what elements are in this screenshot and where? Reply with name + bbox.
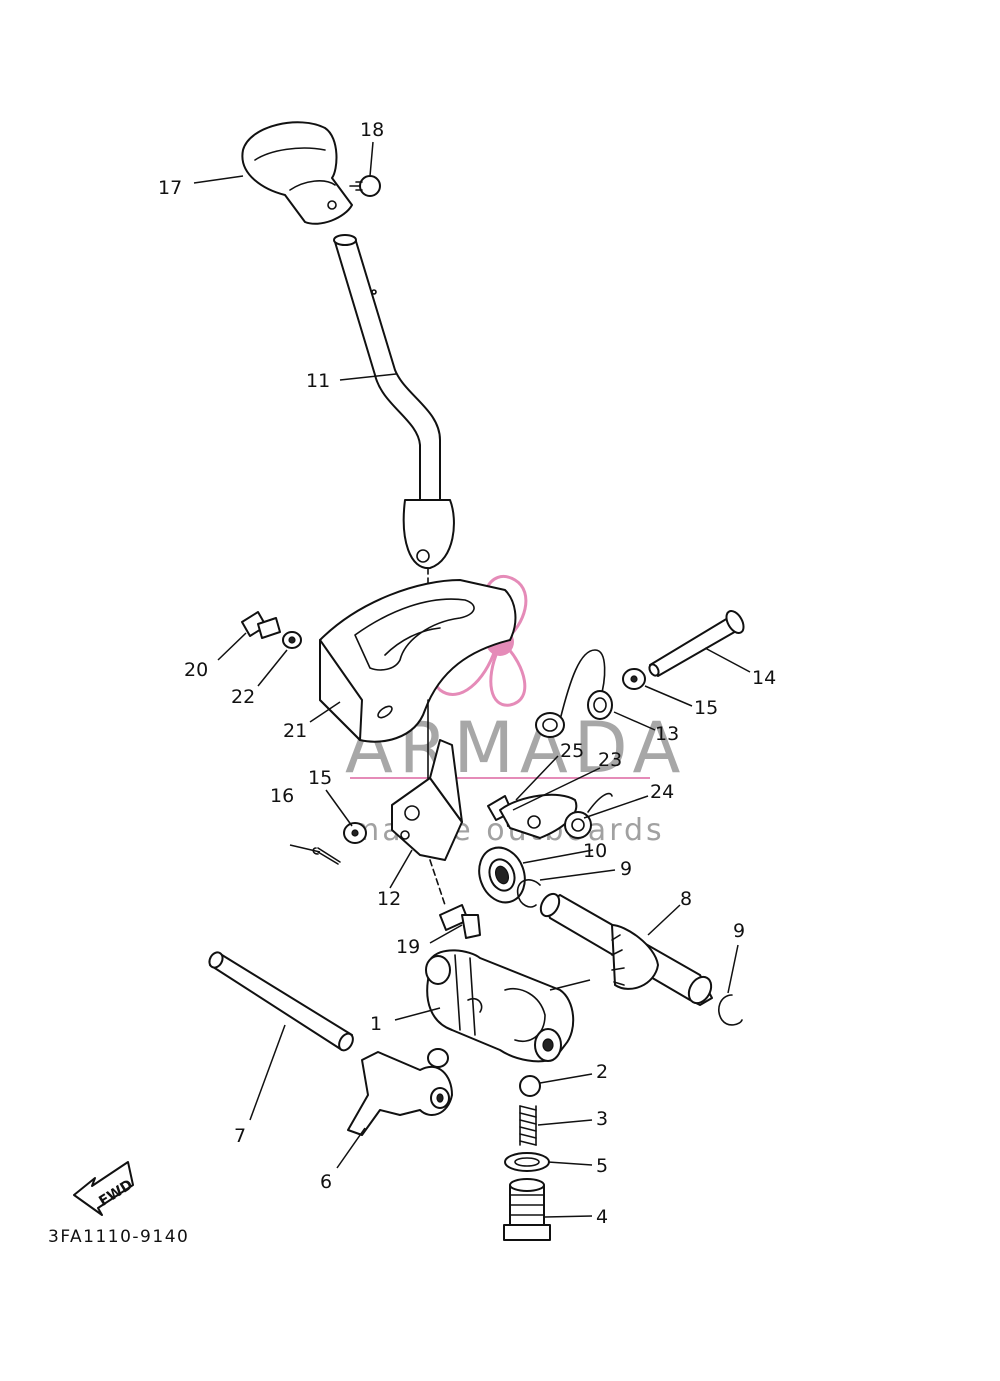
callout-7: 7 bbox=[234, 1125, 246, 1147]
leader-lines bbox=[193, 141, 751, 1218]
callout-18: 18 bbox=[360, 119, 384, 141]
part-19-bolt bbox=[429, 859, 481, 939]
part-6-shift-fork bbox=[347, 1048, 453, 1136]
callout-3: 3 bbox=[596, 1108, 608, 1130]
callout-15-upper: 15 bbox=[694, 697, 718, 719]
callout-2: 2 bbox=[596, 1061, 608, 1083]
part-18-screw bbox=[349, 175, 381, 197]
part-9-circlip-upper bbox=[516, 879, 541, 908]
callout-10: 10 bbox=[583, 840, 607, 862]
callout-25: 25 bbox=[560, 740, 584, 762]
callout-8: 8 bbox=[680, 888, 692, 910]
callout-16: 16 bbox=[270, 785, 294, 807]
part-12-bracket bbox=[391, 699, 463, 861]
part-17-grip bbox=[241, 121, 353, 225]
part-20-bolt bbox=[241, 611, 281, 639]
callout-4: 4 bbox=[596, 1206, 608, 1228]
fwd-arrow: FWD bbox=[73, 1161, 136, 1216]
part-15-washer-upper bbox=[622, 668, 646, 690]
part-8-shift-shaft bbox=[539, 892, 713, 1006]
callout-labels: 1 2 3 4 5 6 7 8 9 9 10 11 12 13 14 15 15… bbox=[48, 119, 776, 1247]
callout-9-upper: 9 bbox=[620, 858, 632, 880]
callout-23: 23 bbox=[598, 749, 622, 771]
callout-13: 13 bbox=[655, 723, 679, 745]
part-7-rod bbox=[208, 951, 354, 1052]
callout-20: 20 bbox=[184, 659, 208, 681]
callout-17: 17 bbox=[158, 177, 182, 199]
callout-15-lower: 15 bbox=[308, 767, 332, 789]
callout-12: 12 bbox=[377, 888, 401, 910]
callout-5: 5 bbox=[596, 1155, 608, 1177]
callout-9-lower: 9 bbox=[733, 920, 745, 942]
part-22-washer bbox=[282, 631, 302, 649]
diagram-code: 3FA1110-9140 bbox=[48, 1227, 189, 1247]
part-23-cam-plate bbox=[499, 793, 578, 839]
part-2-ball bbox=[519, 1075, 541, 1097]
callout-6: 6 bbox=[320, 1171, 332, 1193]
callout-14: 14 bbox=[752, 667, 776, 689]
callout-19: 19 bbox=[396, 936, 420, 958]
part-4-plug bbox=[503, 1178, 551, 1241]
callout-21: 21 bbox=[283, 720, 307, 742]
part-5-washer bbox=[504, 1152, 550, 1172]
callout-24: 24 bbox=[650, 781, 674, 803]
callout-1: 1 bbox=[370, 1013, 382, 1035]
part-1-shift-drum bbox=[425, 949, 575, 1063]
part-10-oil-seal bbox=[478, 846, 526, 904]
part-14-pin bbox=[648, 610, 745, 677]
callout-22: 22 bbox=[231, 686, 255, 708]
callout-11: 11 bbox=[306, 370, 330, 392]
part-13-spring bbox=[535, 649, 613, 738]
part-16-cotter-pin bbox=[312, 847, 341, 865]
part-3-spring bbox=[519, 1105, 537, 1146]
part-15-washer-lower bbox=[343, 822, 367, 844]
part-21-guide-plate bbox=[319, 579, 517, 743]
part-9-circlip-lower bbox=[718, 994, 743, 1026]
part-11-lever-rod bbox=[333, 234, 455, 596]
